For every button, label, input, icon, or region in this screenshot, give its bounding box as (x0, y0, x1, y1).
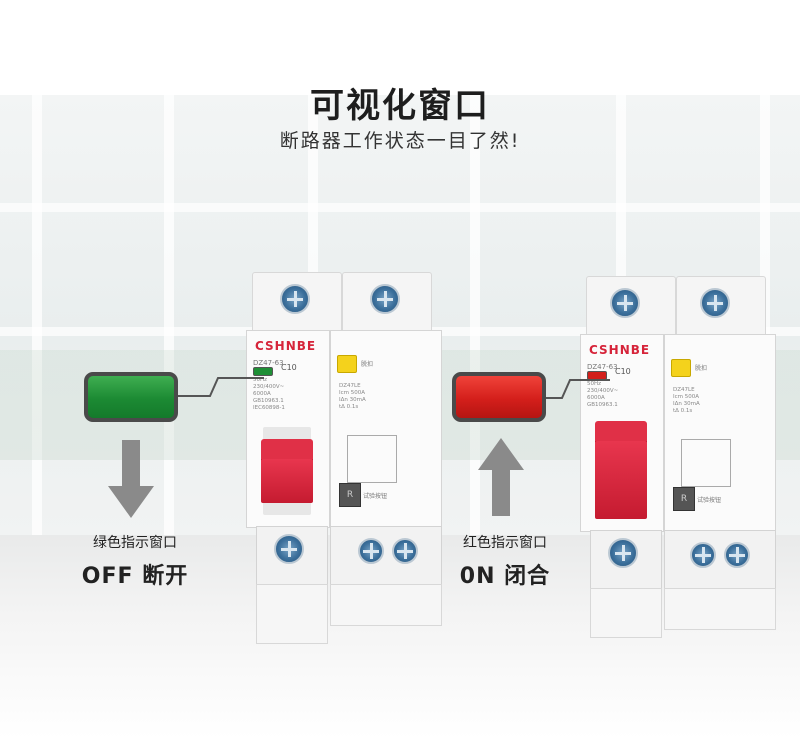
brand-logo: CSHNBE (255, 339, 317, 353)
screw-icon (690, 542, 716, 568)
trip-note: 脱扣 (361, 361, 374, 368)
breaker-right: CSHNBE DZ47-63 C10 50Hz 230/400V~ 6000A … (580, 276, 776, 646)
screw-icon (280, 284, 310, 314)
breaker-mcb-body: CSHNBE DZ47-63 C10 50Hz 230/400V~ 6000A … (246, 330, 330, 528)
model-label: DZ47-63 (253, 359, 284, 367)
red-indicator-window-zoom (452, 372, 546, 422)
arrow-up-icon (478, 438, 524, 516)
spec-text: 50Hz 230/400V~ 6000A GB10963.1 IEC60898-… (253, 377, 285, 411)
toggle-handle[interactable] (595, 441, 647, 519)
page-subtitle: 断路器工作状态一目了然! (279, 130, 521, 152)
right-caption-state: 0N 闭合 (459, 564, 551, 589)
screw-icon (358, 538, 384, 564)
screw-icon (370, 284, 400, 314)
screw-icon (392, 538, 418, 564)
leader-line-right (546, 379, 610, 399)
trip-note: 脱扣 (695, 365, 708, 372)
screw-icon (724, 542, 750, 568)
breaker-rcd-body: 脱扣 DZ47LE Icm 500A IΔn 30mA tΔ 0.1s R 试验… (664, 334, 776, 532)
screw-icon (700, 288, 730, 318)
rating-label: C10 (281, 363, 297, 372)
test-note: 试验按钮 (697, 497, 722, 504)
toggle-handle-cap[interactable] (595, 421, 647, 443)
test-button[interactable]: R (339, 483, 361, 507)
din-rail-clip (590, 588, 662, 638)
din-rail-clip (256, 584, 328, 644)
leader-line-left (178, 377, 264, 397)
brand-logo: CSHNBE (589, 343, 651, 357)
rcd-spec-text: DZ47LE Icm 500A IΔn 30mA tΔ 0.1s (673, 387, 700, 414)
rcd-spec-text: DZ47LE Icm 500A IΔn 30mA tΔ 0.1s (339, 383, 366, 410)
din-rail-clip (330, 584, 442, 626)
left-caption-label: 绿色指示窗口 (93, 535, 177, 551)
trip-indicator-button[interactable] (671, 359, 691, 377)
model-label: DZ47-63 (587, 363, 618, 371)
breaker-bottom-terminal (664, 530, 776, 592)
screw-icon (608, 538, 638, 568)
din-rail-clip (664, 588, 776, 630)
left-caption-state: OFF 断开 (81, 564, 189, 589)
status-indicator-window (253, 367, 273, 376)
breaker-mcb-body: CSHNBE DZ47-63 C10 50Hz 230/400V~ 6000A … (580, 334, 664, 532)
circuit-diagram (347, 435, 397, 483)
test-note: 试验按钮 (363, 493, 388, 500)
breaker-rcd-body: 脱扣 DZ47LE Icm 500A IΔn 30mA tΔ 0.1s R 试验… (330, 330, 442, 528)
trip-indicator-button[interactable] (337, 355, 357, 373)
arrow-down-icon (108, 440, 154, 518)
screw-icon (610, 288, 640, 318)
breaker-left: CSHNBE DZ47-63 C10 50Hz 230/400V~ 6000A … (246, 272, 442, 644)
screw-icon (274, 534, 304, 564)
right-caption-label: 红色指示窗口 (463, 535, 547, 551)
rating-label: C10 (615, 367, 631, 376)
circuit-diagram (681, 439, 731, 487)
spec-text: 50Hz 230/400V~ 6000A GB10963.1 (587, 381, 619, 408)
green-indicator-window-zoom (84, 372, 178, 422)
toggle-handle-cap[interactable] (261, 439, 313, 461)
toggle-handle[interactable] (261, 459, 313, 503)
test-button[interactable]: R (673, 487, 695, 511)
page-title: 可视化窗口 (310, 86, 490, 126)
